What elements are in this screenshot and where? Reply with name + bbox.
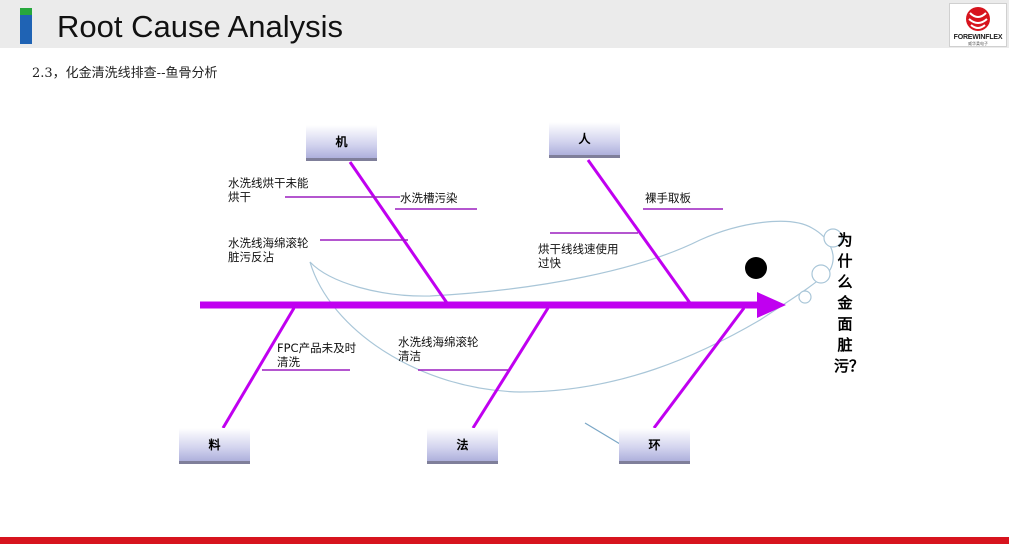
fish-eye-icon <box>745 257 767 279</box>
category-environment: 环 <box>619 428 690 464</box>
logo-name: FOREWINFLEX <box>953 34 1003 41</box>
title-accent-bar-top <box>20 8 32 15</box>
footer-red-line <box>0 537 1009 544</box>
spine-arrowhead <box>757 292 786 318</box>
category-machine: 机 <box>306 125 377 161</box>
cause-sponge-roller-cleaning: 水洗线海绵滚轮 清洁 <box>398 335 479 363</box>
fish-outline <box>309 220 834 393</box>
slide-header <box>0 0 1009 48</box>
cause-wash-tank-contaminated: 水洗槽污染 <box>400 191 458 205</box>
bubble-icon <box>823 228 843 248</box>
bone-environment <box>652 307 746 429</box>
cause-dryer-not-dry: 水洗线烘干未能 烘干 <box>228 176 309 204</box>
title-accent-bar <box>20 8 32 44</box>
bone-machine <box>348 161 449 304</box>
bone-man <box>586 159 692 304</box>
cause-fpc-not-cleaned: FPC产品未及时 清洗 <box>277 341 357 369</box>
cause-sponge-roller-dirty: 水洗线海绵滚轮 脏污反沾 <box>228 236 309 264</box>
section-subtitle: 2.3，化金清洗线排查--鱼骨分析 <box>32 66 218 81</box>
cause-line-speed-too-fast: 烘干线线速使用 过快 <box>538 242 619 270</box>
logo-subtext: 威华柔电子 <box>968 41 988 46</box>
slide-title: Root Cause Analysis <box>57 9 344 44</box>
logo-mark-icon <box>966 7 990 31</box>
category-man: 人 <box>549 122 620 158</box>
bone-material <box>221 307 296 429</box>
bone-method <box>471 307 550 429</box>
problem-statement: 为什么金面脏污？ <box>834 231 865 375</box>
category-method: 法 <box>427 428 498 464</box>
bubble-icon <box>798 290 812 304</box>
company-logo: FOREWINFLEX 威华柔电子 <box>949 3 1007 47</box>
cause-bare-hand-handling: 裸手取板 <box>645 191 691 205</box>
bubble-icon <box>811 264 831 284</box>
category-material: 料 <box>179 428 250 464</box>
